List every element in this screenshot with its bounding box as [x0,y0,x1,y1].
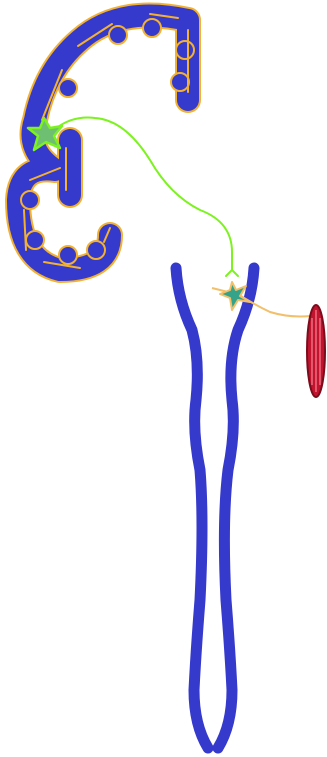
lower-motor-neuron [212,282,318,338]
gyrus [109,26,127,44]
gyrus [171,73,189,91]
spinal-cord-left-strand [176,268,208,748]
spinal-cord [176,268,254,748]
gyrus [87,241,105,259]
gyrus [59,246,77,264]
spinal-cord-right-strand [218,268,254,748]
gyrus [176,41,194,59]
gyrus [59,79,77,97]
gyrus [143,19,161,37]
gyrus [26,231,44,249]
skeletal-muscle [307,305,325,397]
upper-neuron-terminal [226,270,238,276]
gyrus [21,191,39,209]
